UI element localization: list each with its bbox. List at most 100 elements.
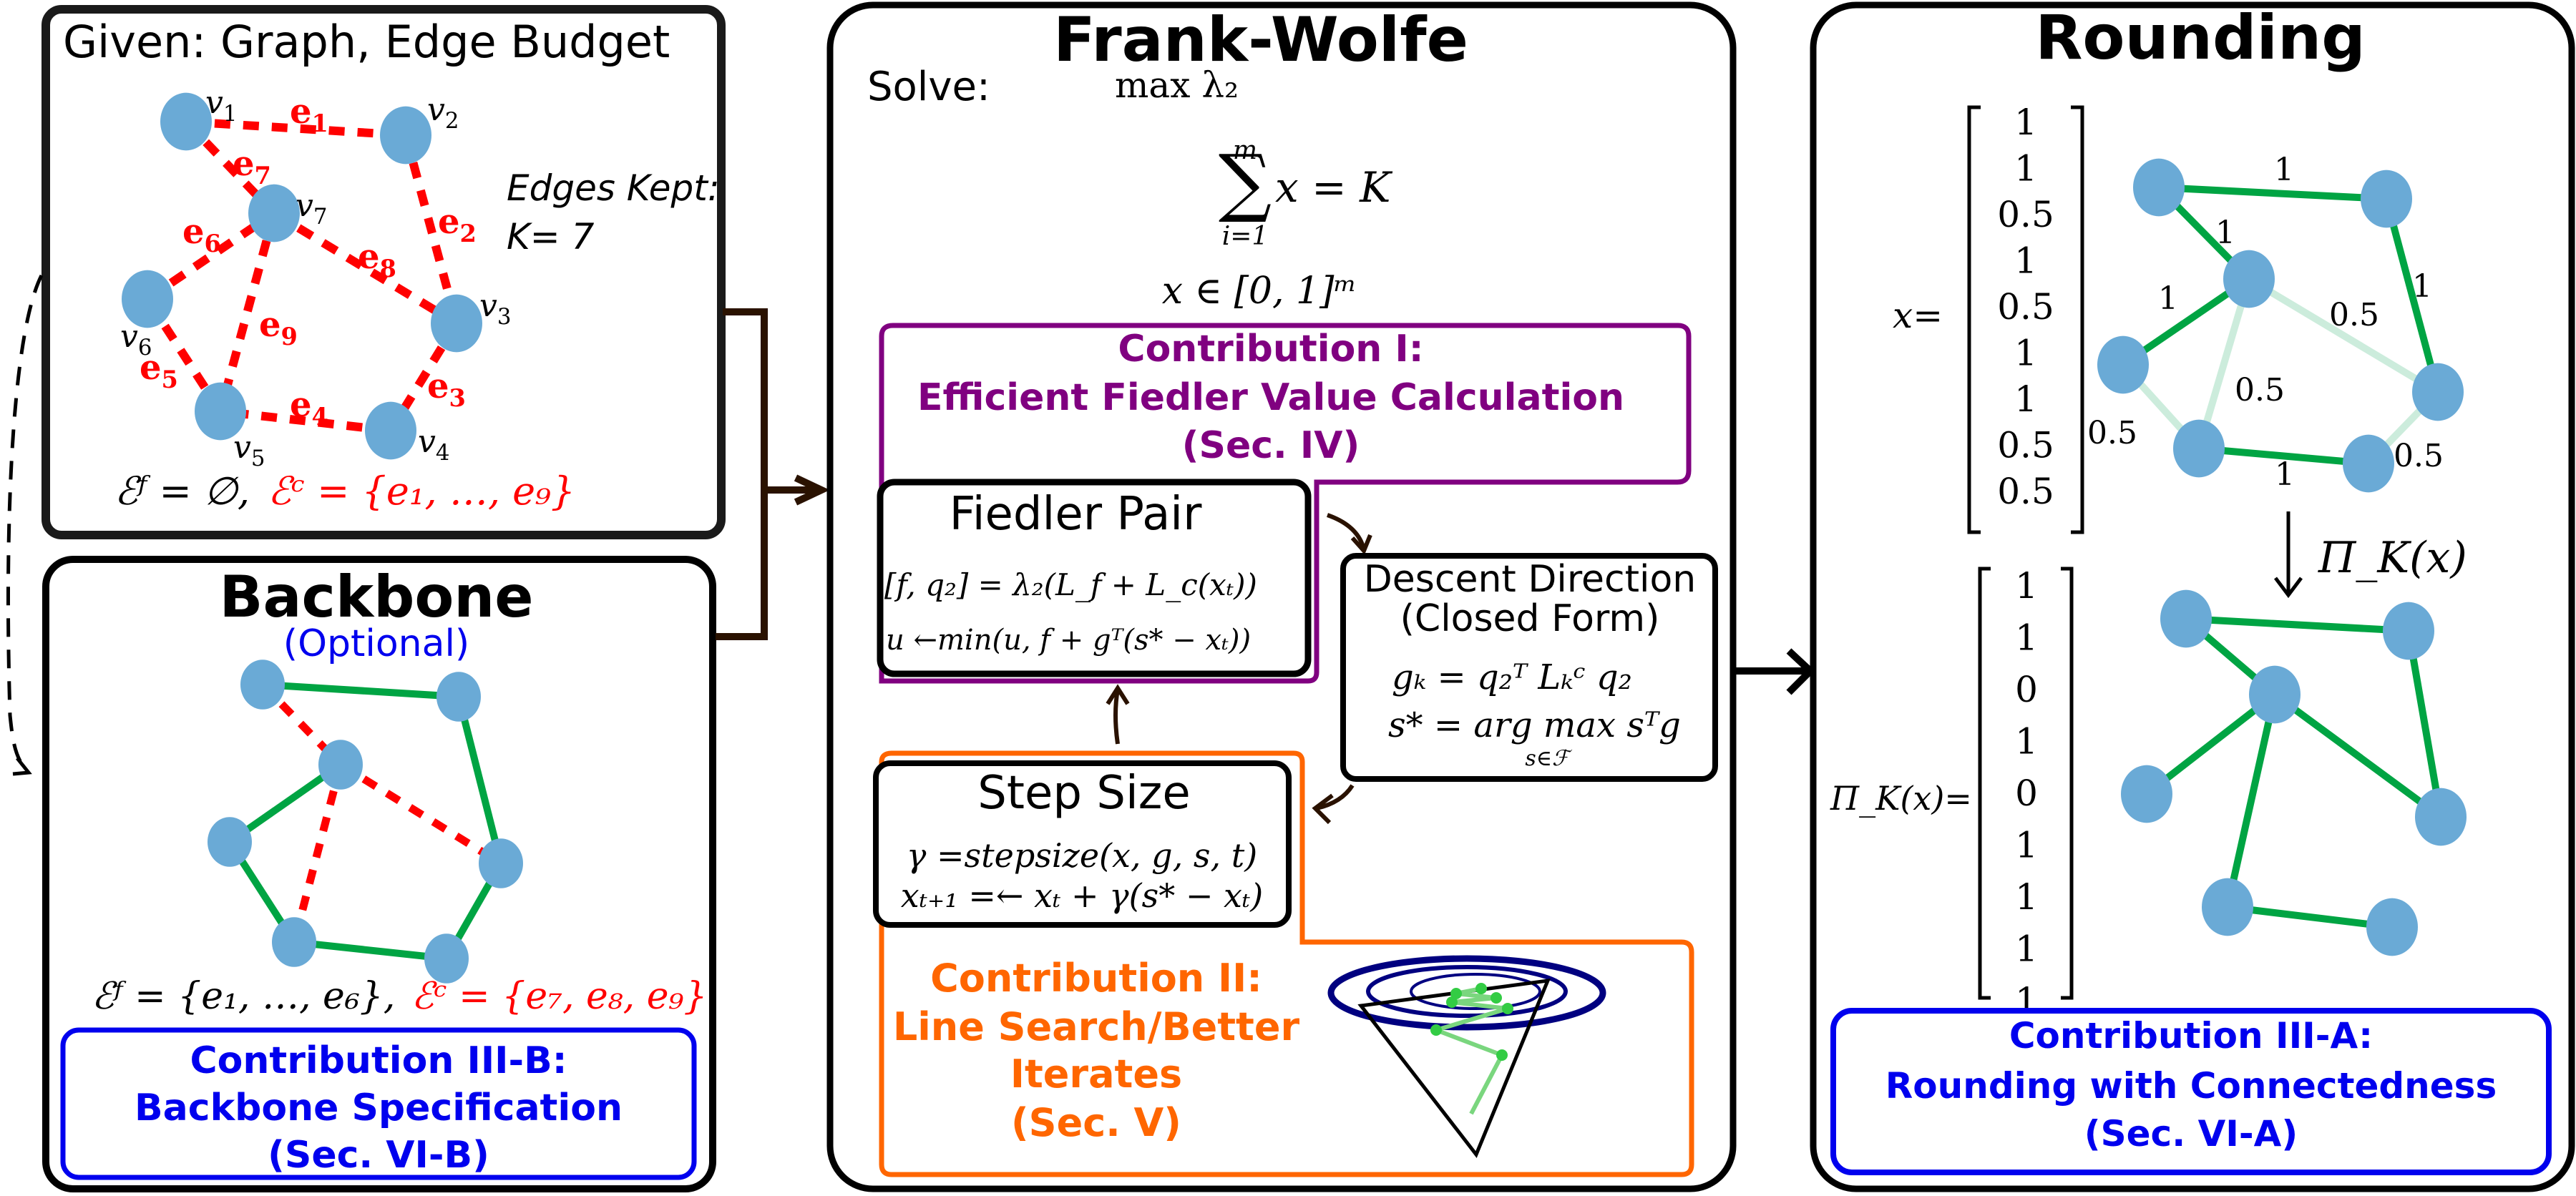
given-node-v1 bbox=[160, 92, 212, 151]
contour-inner bbox=[1410, 973, 1541, 1010]
backbone-node-1 bbox=[240, 660, 285, 710]
x-vector-entry: 1 bbox=[2014, 333, 2037, 374]
pi-vector-right-bracket bbox=[2061, 567, 2074, 1000]
x-vector-entry: 1 bbox=[2014, 102, 2037, 143]
fractional-node-7 bbox=[2412, 363, 2464, 421]
flow-arrow-descent-to-step bbox=[1316, 784, 1355, 810]
iterate-point-3 bbox=[1502, 1003, 1513, 1014]
sum-lower-limit: i=1 bbox=[1222, 222, 1269, 251]
given-node-v3 bbox=[431, 294, 482, 353]
given-edge-5 bbox=[143, 296, 225, 414]
backbone-panel: Backbone (Optional) ℰᶠ = {e₁, …, e₆}, ℰᶜ… bbox=[42, 556, 716, 1192]
objective: max λ₂ bbox=[1115, 64, 1239, 106]
x-vector-entry: 1 bbox=[2014, 148, 2037, 190]
step-size-eq1: γ =stepsize(x, g, s, t) bbox=[907, 836, 1257, 875]
given-candidate-set: ℰᶜ = {e₁, …, e₉} bbox=[268, 469, 575, 514]
vertex-label-v1: v1 bbox=[205, 84, 237, 127]
x-vector-right-bracket bbox=[2071, 105, 2084, 534]
iterate-point-5 bbox=[1491, 992, 1502, 1004]
fractional-edge-6 bbox=[2195, 278, 2253, 450]
given-edge-2 bbox=[401, 134, 461, 325]
given-edge-sets: ℰᶠ = ∅, ℰᶜ = {e₁, …, e₉} bbox=[114, 469, 575, 514]
edge-label-e6: e6 bbox=[182, 212, 221, 258]
x-vector-entry: 1 bbox=[2014, 240, 2037, 282]
rounded-node-2 bbox=[2383, 602, 2434, 660]
x-vector-entry: 0.5 bbox=[1997, 286, 2054, 328]
given-edge-1 bbox=[185, 117, 406, 139]
backbone-candidate-edge-9 bbox=[290, 763, 345, 943]
fractional-edge-4 bbox=[2247, 275, 2440, 396]
rounded-node-6 bbox=[2202, 878, 2253, 936]
iterate-point-6 bbox=[1450, 988, 1462, 999]
given-edge-7 bbox=[182, 118, 278, 217]
given-edge-8 bbox=[271, 209, 459, 328]
pi-vector-entry: 1 bbox=[2015, 721, 2038, 763]
edge-label-e2: e2 bbox=[438, 202, 477, 247]
edge-weight-label: 1 bbox=[2275, 456, 2295, 493]
given-edge-3 bbox=[386, 320, 461, 433]
iterate-point-1 bbox=[1496, 1049, 1508, 1061]
backbone-title: Backbone bbox=[219, 564, 533, 630]
fractional-node-2 bbox=[2361, 170, 2412, 228]
fractional-edge-8 bbox=[2198, 445, 2369, 467]
edge-weight-label: 0.5 bbox=[2235, 372, 2285, 408]
contour-middle bbox=[1366, 965, 1568, 1018]
descent-eq2-subscript: s∈ℱ bbox=[1525, 746, 1573, 771]
backbone-node-5 bbox=[272, 917, 316, 967]
contribution-1-box bbox=[879, 323, 1692, 684]
fractional-node-4 bbox=[2097, 335, 2149, 394]
pi-vector-entry: 1 bbox=[2015, 928, 2038, 970]
optional-backbone-arrowhead-icon bbox=[12, 757, 32, 776]
pi-vector-label: Π_K(x)= bbox=[1830, 779, 1972, 818]
step-size-eq2: xₜ₊₁ =← xₜ + γ(s* − xₜ) bbox=[901, 876, 1263, 915]
pi-vector-entry: 0 bbox=[2015, 773, 2038, 814]
pi-vector-left-bracket bbox=[1978, 567, 1991, 1000]
iterate-point-4 bbox=[1446, 996, 1458, 1008]
optional-backbone-arrow bbox=[6, 274, 44, 773]
x-vector-entry: 1 bbox=[2014, 378, 2037, 420]
fractional-node-3 bbox=[2223, 250, 2275, 308]
rounded-node-4 bbox=[2121, 765, 2172, 823]
x-vector-entry: 0.5 bbox=[1997, 425, 2054, 466]
iterate-point-2 bbox=[1430, 1024, 1442, 1036]
edge-label-e3: e3 bbox=[427, 366, 466, 412]
fiedler-pair-eq1: [f, q₂] = λ₂(L_f + L_c(xₜ)) bbox=[884, 567, 1257, 602]
vertex-label-v3: v3 bbox=[479, 288, 511, 330]
contribution-3b-line2: Backbone Specification bbox=[135, 1087, 623, 1129]
backbone-fixed-edge-4 bbox=[293, 938, 447, 962]
backbone-node-6 bbox=[424, 933, 469, 984]
contribution-2-line3: Iterates bbox=[1010, 1052, 1182, 1097]
iterate-path bbox=[1430, 983, 1513, 1115]
descent-eq1: gₖ = q₂ᵀ Lₖᶜ q₂ bbox=[1392, 657, 1632, 697]
rounded-node-3 bbox=[2249, 665, 2301, 724]
rounded-node-7 bbox=[2366, 898, 2418, 956]
projection-label: Π_K(x) bbox=[2318, 533, 2467, 583]
pi-vector-entry: 1 bbox=[2015, 825, 2038, 866]
descent-eq2: s* = arg max sᵀg bbox=[1388, 705, 1681, 745]
feasible-domain: x ∈ [0, 1]ᵐ bbox=[1162, 270, 1357, 313]
descent-direction-box bbox=[1340, 553, 1718, 782]
solve-label: Solve: bbox=[867, 64, 990, 110]
contribution-1-line2: Efficient Fiedler Value Calculation bbox=[917, 376, 1624, 419]
left-to-frankwolfe-connector bbox=[716, 308, 830, 640]
arrow-down-icon bbox=[2274, 577, 2303, 599]
given-fixed-set: ℰᶠ = ∅, bbox=[114, 469, 250, 514]
given-node-v4 bbox=[365, 401, 416, 460]
edge-weight-label: 0.5 bbox=[2087, 415, 2137, 451]
fractional-node-5 bbox=[2173, 419, 2225, 478]
contribution-1-line3: (Sec. IV) bbox=[1182, 424, 1360, 467]
edge-label-e5: e5 bbox=[140, 348, 178, 393]
backbone-node-4 bbox=[208, 817, 252, 867]
contribution-2-box bbox=[879, 750, 1694, 1177]
fiedler-pair-eq2: u ←min(u, f + gᵀ(s* − xₜ)) bbox=[886, 624, 1251, 657]
contribution-2-line1: Contribution II: bbox=[930, 956, 1262, 1001]
edges-kept-label: Edges Kept: bbox=[507, 167, 720, 209]
descent-title-line2: (Closed Form) bbox=[1400, 597, 1660, 640]
